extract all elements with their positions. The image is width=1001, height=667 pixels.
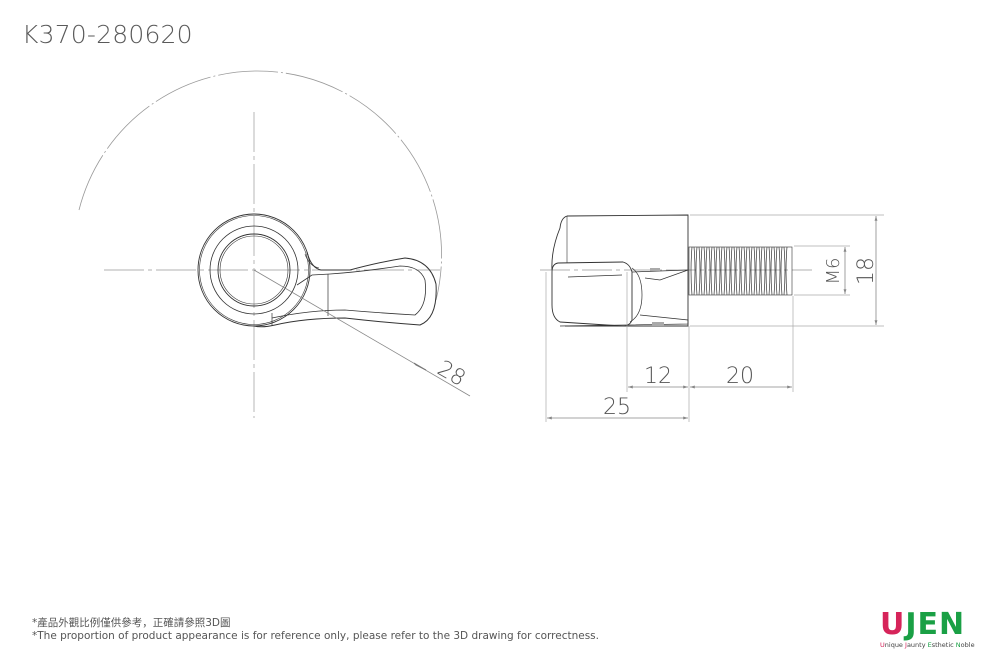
logo-wordmark: UJEN (880, 610, 990, 640)
radius-dimension-line (253, 269, 471, 397)
part-number-title: K370-280620 (22, 20, 193, 49)
head-length-label: 12 (644, 364, 672, 389)
thread-length-label: 20 (726, 364, 754, 389)
ujen-logo: UJEN Unique Jaunty Esthetic Noble (880, 610, 990, 650)
swing-radius-arc (78, 70, 442, 301)
thread-label: M6 (823, 258, 844, 285)
threaded-shank (688, 246, 793, 296)
note-english: *The proportion of product appearance is… (32, 630, 599, 642)
logo-letters-jen: JEN (905, 607, 966, 642)
side-view: 18 M6 12 20 25 (540, 214, 884, 422)
front-view: 28 (78, 70, 471, 418)
swing-radius-label: 28 (433, 356, 470, 392)
overall-length-label: 25 (603, 395, 631, 420)
height-label: 18 (854, 257, 879, 285)
note-chinese: *產品外觀比例僅供參考，正確請參照3D圖 (32, 617, 231, 629)
logo-tagline: Unique Jaunty Esthetic Noble (880, 641, 975, 649)
logo-letter-u: U (880, 607, 906, 642)
